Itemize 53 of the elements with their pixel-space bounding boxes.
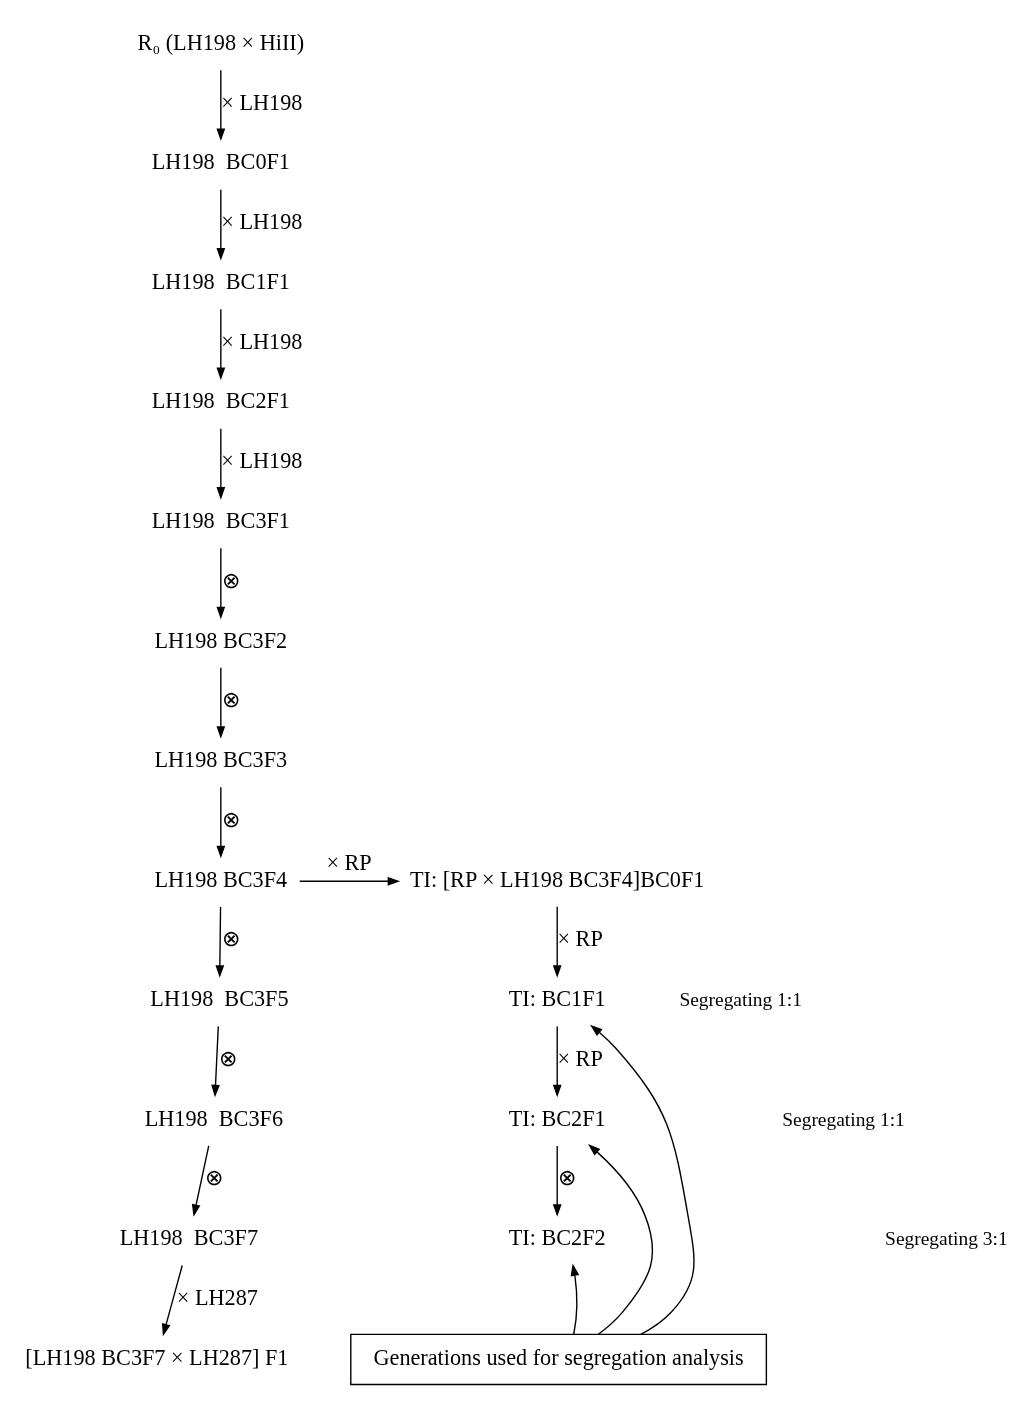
- arrow: [552, 1145, 562, 1217]
- arrow: [211, 1025, 220, 1098]
- edge-label: × LH198: [221, 89, 303, 115]
- node-box: Generations used for segregation analysis: [350, 1333, 768, 1386]
- node-text: LH198 BC2F1: [151, 388, 290, 414]
- edge-label: ⊗: [218, 1045, 237, 1071]
- edge-label: ⊗: [221, 926, 240, 952]
- node-text: LH198 BC3F4: [154, 866, 288, 892]
- arrow: [587, 1144, 654, 1335]
- arrow: [552, 1025, 562, 1098]
- node-text: TI: BC1F1: [508, 986, 606, 1012]
- arrow: [161, 1264, 183, 1337]
- label: Segregating 1:1: [679, 988, 802, 1010]
- arrow: [570, 1263, 580, 1335]
- edge-label: ⊗: [221, 567, 240, 593]
- node-text: LH198 BC3F5: [150, 986, 289, 1012]
- arrow: [216, 428, 226, 500]
- label: Segregating 1:1: [782, 1108, 905, 1130]
- edge-label: × LH198: [221, 328, 303, 354]
- node-text: TI: BC2F1: [508, 1105, 606, 1131]
- edge-label: ⊗: [221, 687, 240, 713]
- node-text: LH198 BC3F7: [119, 1225, 259, 1251]
- arrow: [216, 308, 226, 381]
- node-text: R₀ (LH198 × HiII): [137, 29, 305, 55]
- arrow: [216, 189, 226, 261]
- label: Segregating 3:1: [885, 1228, 1008, 1250]
- arrow: [216, 667, 226, 739]
- node-text: LH198 BC3F6: [144, 1105, 284, 1131]
- arrow: [191, 1145, 210, 1217]
- node-text: LH198 BC1F1: [151, 268, 290, 294]
- edge-label: × LH198: [221, 448, 303, 474]
- node-text: LH198 BC3F3: [154, 747, 288, 773]
- arrow: [299, 876, 401, 886]
- edge-label: ⊗: [221, 806, 240, 832]
- node-text: LH198 BC3F2: [154, 627, 288, 653]
- arrow: [552, 906, 562, 978]
- arrow: [216, 69, 226, 142]
- node-text: [LH198 BC3F7 × LH287] F1: [25, 1344, 289, 1370]
- edge-label: × RP: [326, 849, 372, 875]
- node-text: TI: BC2F2: [508, 1225, 606, 1251]
- edge-label: × LH287: [176, 1284, 258, 1310]
- arrow: [216, 547, 226, 620]
- edge-label: × RP: [557, 1045, 603, 1071]
- node-text: TI: [RP × LH198 BC3F4]BC0F1: [409, 866, 705, 892]
- arrow: [215, 906, 225, 978]
- node-text: LH198 BC3F1: [151, 507, 290, 533]
- edge-label: ⊗: [557, 1165, 576, 1191]
- arrow: [590, 1024, 695, 1336]
- edge-label: × RP: [557, 926, 603, 952]
- edge-label: × LH198: [221, 209, 303, 235]
- arrow: [216, 786, 226, 859]
- node-text: LH198 BC0F1: [151, 149, 290, 175]
- edge-label: ⊗: [204, 1165, 223, 1191]
